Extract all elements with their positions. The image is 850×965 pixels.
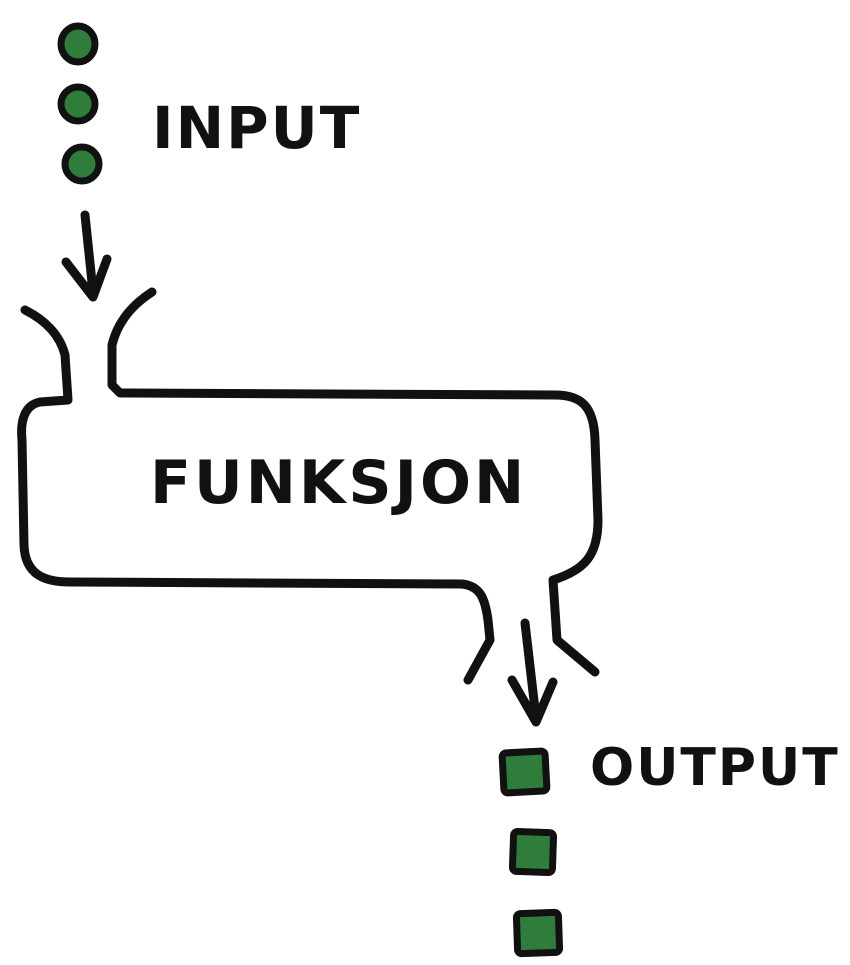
function-label: FUNKSJON bbox=[150, 448, 527, 518]
function-box bbox=[17, 287, 603, 685]
input-item-circle bbox=[61, 143, 103, 185]
output-item-square bbox=[512, 908, 564, 958]
output-arrow bbox=[507, 618, 558, 727]
output-item-square bbox=[498, 747, 551, 797]
output-label: OUTPUT bbox=[590, 738, 840, 798]
input-item-circle bbox=[57, 22, 99, 66]
input-items bbox=[57, 22, 103, 185]
input-label: INPUT bbox=[152, 94, 361, 162]
input-arrow bbox=[61, 210, 112, 302]
output-items bbox=[498, 747, 564, 958]
output-item-square bbox=[508, 827, 558, 877]
input-item-circle bbox=[57, 83, 99, 125]
